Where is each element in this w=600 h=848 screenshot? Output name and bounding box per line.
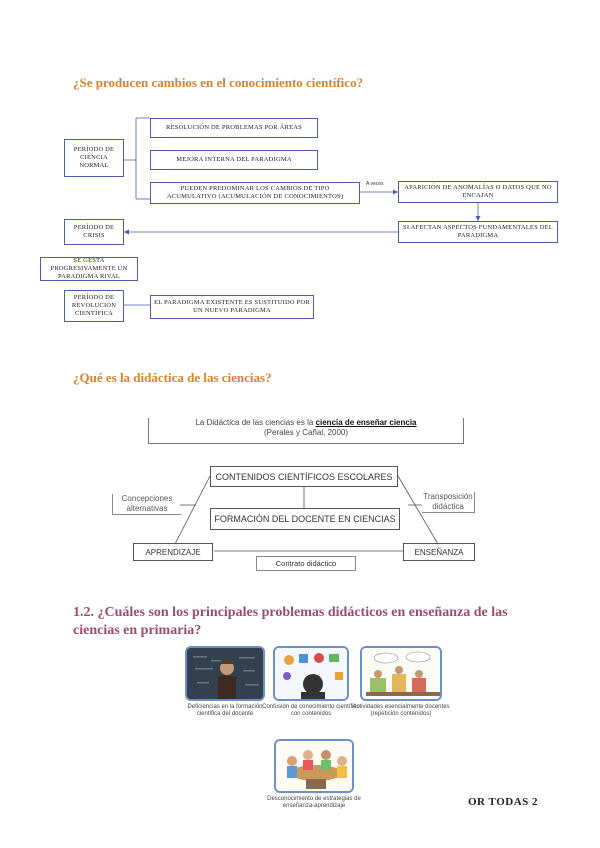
transposicion-note: Transposición didáctica (422, 492, 475, 513)
children-illustration (276, 741, 354, 793)
children-activity-image (274, 739, 354, 793)
aprendizaje-label: APRENDIZAJE (145, 548, 200, 557)
contenidos-box: CONTENIDOS CIENTÍFICOS ESCOLARES (210, 466, 398, 487)
formacion-label: FORMACIÓN DEL DOCENTE EN CIENCIAS (214, 514, 395, 524)
contrato-label: Contrato didáctico (276, 559, 336, 568)
caption-formacion: Deficiencias en la formación científica … (175, 704, 275, 718)
ensenanza-label: ENSEÑANZA (415, 548, 464, 557)
contrato-box: Contrato didáctico (256, 556, 356, 571)
knowledge-head-image (273, 646, 349, 701)
classroom-image (360, 646, 442, 701)
teacher-illustration (187, 648, 265, 701)
classroom-illustration (362, 648, 442, 701)
contenidos-label: CONTENIDOS CIENTÍFICOS ESCOLARES (215, 472, 392, 482)
caption-actividades: Actividades esencialmente docentes (repe… (350, 704, 452, 718)
knowledge-illustration (275, 648, 349, 701)
section3-title: 1.2. ¿Cuáles son los principales problem… (73, 604, 543, 640)
teacher-blackboard-image (185, 646, 265, 701)
ensenanza-box: ENSEÑANZA (403, 543, 475, 561)
concepciones-note: Concepciones alternativas (112, 494, 181, 515)
aprendizaje-box: APRENDIZAJE (133, 543, 213, 561)
footer-text: OR TODAS 2 (468, 796, 538, 808)
caption-confusion: Confusión de conocimiento científico con… (261, 704, 361, 718)
caption-estrategias: Desconocimiento de estrategias de enseña… (262, 796, 366, 810)
formacion-box: FORMACIÓN DEL DOCENTE EN CIENCIAS (210, 508, 400, 530)
